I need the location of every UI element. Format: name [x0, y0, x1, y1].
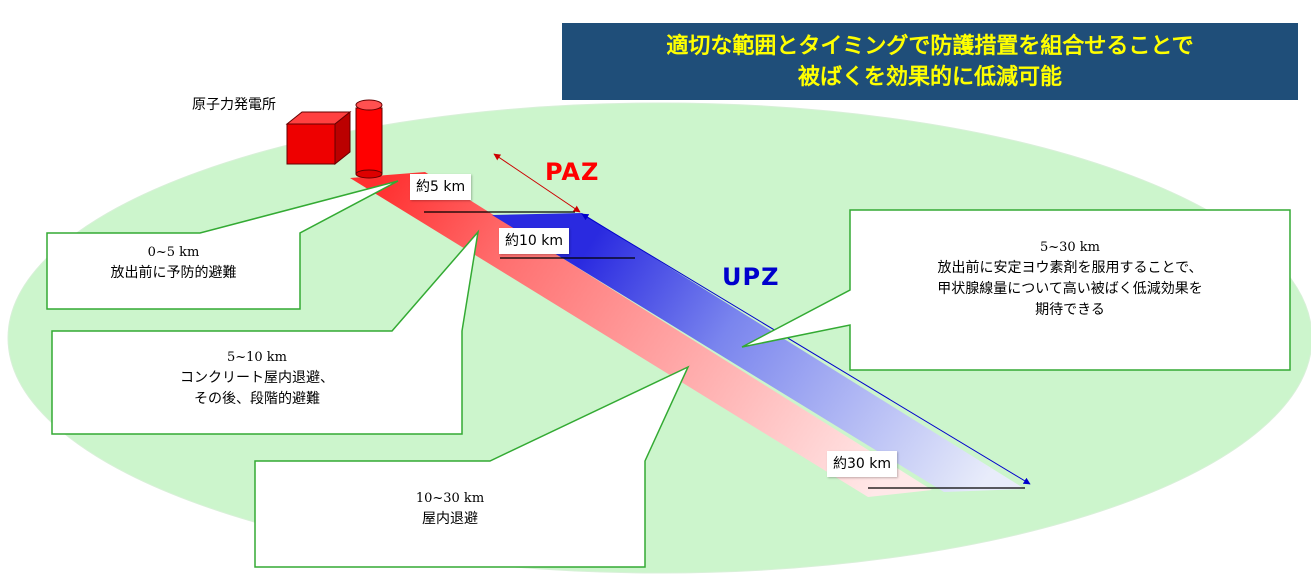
callout-0-5km-box	[46, 180, 399, 310]
title-line-2: 被ばくを効果的に低減可能	[797, 64, 1062, 90]
callout-0-5km-text: 放出前に予防的避難	[110, 265, 237, 281]
callout-10-30km-text: 屋内退避	[422, 511, 478, 527]
upz-label: UPZ	[722, 263, 780, 291]
callout-5-10km-line-1: コンクリート屋内退避、	[180, 370, 334, 386]
callout-5-30km: 5~30 km 放出前に安定ヨウ素剤を服用することで、 甲状腺線量について高い被…	[850, 237, 1290, 321]
distance-label-5km: 約5 km	[410, 174, 472, 200]
distance-label-10km: 約10 km	[499, 228, 570, 254]
callout-5-10km-range: 5~10 km	[226, 350, 288, 365]
title-line-1: 適切な範囲とタイミングで防護措置を組合せることで	[666, 33, 1194, 59]
callout-5-10km-box	[51, 229, 480, 435]
upz-arrow	[581, 213, 1031, 485]
callout-5-30km-line-1: 放出前に安定ヨウ素剤を服用することで、	[937, 260, 1203, 276]
nuclear-plant-icon	[285, 99, 383, 179]
callout-0-5km: 0~5 km 放出前に予防的避難	[47, 242, 300, 284]
callout-5-10km: 5~10 km コンクリート屋内退避、 その後、段階的避難	[52, 347, 462, 410]
paz-label: PAZ	[545, 158, 600, 186]
callout-5-30km-range: 5~30 km	[1039, 240, 1101, 255]
callout-5-10km-line-2: その後、段階的避難	[194, 391, 320, 407]
callout-10-30km: 10~30 km 屋内退避	[255, 488, 645, 530]
callout-10-30km-box	[254, 365, 690, 568]
callout-10-30km-range: 10~30 km	[415, 491, 485, 506]
title-banner: 適切な範囲とタイミングで防護措置を組合せることで 被ばくを効果的に低減可能	[562, 23, 1298, 100]
callout-0-5km-range: 0~5 km	[147, 245, 200, 260]
distance-label-30km: 約30 km	[827, 451, 898, 477]
callout-5-30km-line-2: 甲状腺線量について高い被ばく低減効果を	[937, 281, 1203, 297]
plant-label: 原子力発電所	[192, 97, 276, 113]
callout-5-30km-line-3: 期待できる	[1035, 302, 1105, 318]
callout-5-30km-box	[741, 209, 1291, 371]
paz-arrow	[493, 153, 581, 213]
